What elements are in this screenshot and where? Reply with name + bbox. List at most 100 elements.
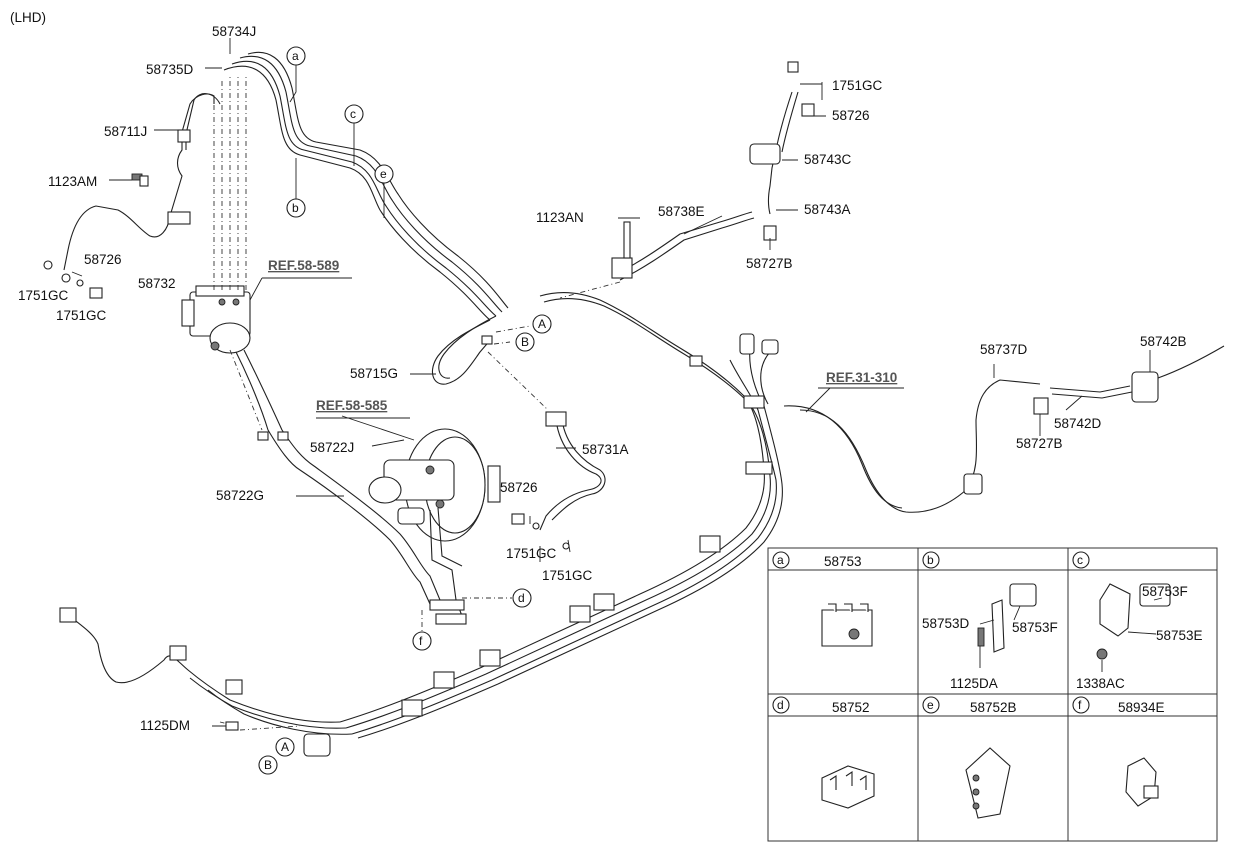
brake-pipe-58711J: [63, 93, 215, 271]
bracket-58732: [167, 211, 191, 225]
brake-pipe-58711J-2: [185, 93, 221, 150]
label-58732: 58732: [138, 276, 176, 291]
legend-b-58753D: 58753D: [922, 616, 970, 631]
legend-c-1338AC: 1338AC: [1076, 676, 1125, 691]
svg-text:B: B: [521, 335, 529, 349]
callout-f: f: [412, 631, 432, 651]
variant-label: (LHD): [10, 10, 46, 25]
callout-d: d: [512, 588, 532, 608]
legend-cell-b: b 58753D 58753F 1125DA: [922, 551, 1058, 691]
fitting-chassis-1: [739, 333, 755, 355]
svg-text:b: b: [292, 201, 299, 215]
label-58726-left: 58726: [84, 252, 122, 267]
brake-pipe-58715G: [431, 319, 493, 385]
front-left-bracket: [303, 733, 331, 757]
callout-A-upper: A: [532, 314, 552, 334]
chassis-line-4: [357, 347, 783, 739]
label-58742B: 58742B: [1140, 334, 1187, 349]
ref-abs: REF.58-589: [268, 258, 339, 273]
callout-e: e: [374, 164, 394, 184]
svg-text:c: c: [1077, 553, 1083, 567]
fitting-booster-1: [429, 599, 465, 611]
legend-c-leaders: [1101, 597, 1163, 672]
callout-c: c: [344, 104, 364, 124]
bracket-58753E-icon: [1096, 583, 1171, 660]
brake-pipe-booster-d2: [437, 507, 463, 567]
legend-cell-d: d 58752: [772, 696, 875, 809]
bracket-58753D-icon: [977, 583, 1037, 653]
clip-58727B-top: [763, 225, 777, 241]
fasteners: [43, 173, 570, 731]
callout-a-leader: [289, 65, 297, 103]
chassis-line-5: [760, 351, 771, 405]
clip-58753-icon: [821, 603, 873, 647]
ref-booster: REF.58-585: [316, 398, 388, 413]
fitting-front-left: [59, 607, 77, 623]
chassis-line-2: [345, 297, 771, 729]
clip-58934E-icon: [1125, 757, 1159, 807]
label-58727B-right: 58727B: [1016, 436, 1063, 451]
brake-pipe-upper-1: [223, 65, 491, 321]
bolt-1123AN: [623, 221, 631, 259]
bracket-58743C: [749, 143, 781, 165]
brake-booster: [368, 428, 501, 542]
label-1751GC-left-2: 1751GC: [56, 308, 107, 323]
label-58722G: 58722G: [216, 488, 264, 503]
svg-text:a: a: [777, 553, 784, 567]
label-58734J: 58734J: [212, 24, 256, 39]
brake-hose-58743C: [767, 91, 793, 215]
brake-hose-58742D-2: [1051, 391, 1133, 399]
clip-front-left-1: [169, 645, 187, 661]
legend-cell-e: e 58752B: [922, 696, 1017, 819]
legend-cell-c: c 58753F 58753E 1338AC: [1072, 551, 1203, 691]
legend-cell-a: a 58753: [772, 551, 873, 647]
clip-58727B-right: [1033, 397, 1049, 415]
banjo-1751GC-top: [787, 61, 799, 73]
brake-hose-58738E-2: [619, 217, 755, 281]
label-58726-mid: 58726: [500, 480, 538, 495]
legend-b-58753F: 58753F: [1012, 620, 1058, 635]
bracket-58731A: [545, 411, 567, 427]
clip-58752-icon: [821, 765, 875, 809]
label-1125DM: 1125DM: [140, 718, 190, 733]
bracket-58738E: [611, 257, 633, 279]
label-58742D: 58742D: [1054, 416, 1102, 431]
legend-title-e: 58752B: [970, 700, 1017, 715]
callout-a: a: [286, 46, 306, 66]
label-58731A: 58731A: [582, 442, 629, 457]
brake-hose-58731A: [539, 419, 602, 531]
brake-hose-58743C-2: [781, 91, 799, 153]
svg-text:e: e: [380, 167, 387, 181]
abs-port-dashes: [213, 74, 247, 290]
label-58722J: 58722J: [310, 440, 354, 455]
legend-title-f: 58934E: [1118, 700, 1165, 715]
svg-text:b: b: [927, 553, 934, 567]
brake-pipe-58722G-2: [243, 349, 441, 601]
svg-text:f: f: [1078, 698, 1082, 712]
bolt-58726-top: [801, 103, 815, 117]
label-58738E: 58738E: [658, 204, 705, 219]
label-58743C: 58743C: [804, 152, 852, 167]
svg-text:B: B: [264, 758, 272, 772]
legend-title-d: 58752: [832, 700, 870, 715]
callout-B-upper: B: [515, 332, 535, 352]
legend-title-a: 58753: [824, 554, 862, 569]
legend-c-58753F: 58753F: [1142, 584, 1188, 599]
brake-pipe-58722G: [235, 351, 431, 605]
label-58726-top: 58726: [832, 108, 870, 123]
label-58711J: 58711J: [104, 124, 147, 139]
front-left-line-1: [71, 617, 341, 723]
front-left-line-2: [189, 677, 347, 729]
label-1123AN: 1123AN: [536, 210, 584, 225]
callout-b: b: [286, 198, 306, 218]
label-1751GC-mid-1: 1751GC: [506, 546, 557, 561]
svg-text:d: d: [518, 591, 525, 605]
clip-58715G: [481, 335, 493, 345]
svg-text:c: c: [350, 107, 356, 121]
fitting-chassis-2: [761, 339, 779, 355]
rear-right-line-2: [783, 405, 903, 509]
label-58743A: 58743A: [804, 202, 851, 217]
front-left-line-3: [207, 689, 353, 735]
callout-dashes-AB: [487, 325, 549, 411]
